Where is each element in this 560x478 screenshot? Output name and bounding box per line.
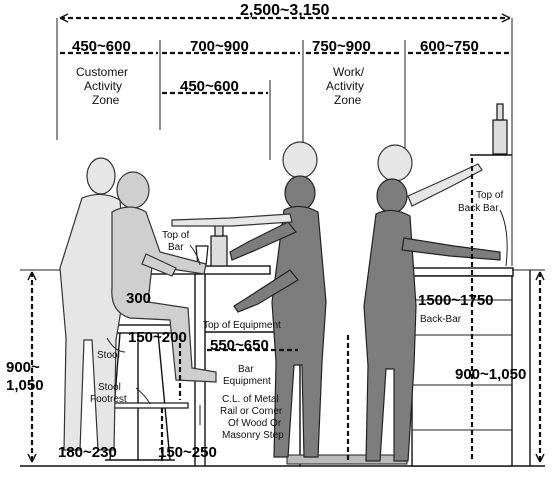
rail-label-4: Masonry Step: [222, 430, 284, 441]
work-zone-label-1: Work/: [333, 65, 365, 79]
top-of-bar-label-1: Top of: [162, 230, 189, 241]
counter-overhang-dimension: 450~600: [180, 78, 239, 95]
customer-zone-dimension: 450~600: [72, 38, 131, 55]
bar-height-dimension-line2: 1,050: [6, 377, 44, 394]
bar-top-dimension: 700~900: [190, 38, 249, 55]
bartender-front-figure: [171, 141, 327, 458]
customer-zone-label-1: Customer: [76, 65, 128, 79]
knee-dimension: 300: [126, 290, 151, 307]
stool-footrest-label-2: Footrest: [90, 394, 127, 405]
stool-label: Stool: [97, 350, 120, 361]
back-bar-dimension: 600~750: [420, 38, 479, 55]
equipment-depth-dimension: 550~650: [210, 337, 269, 354]
bar-equipment-label-1: Bar: [238, 364, 254, 375]
rail-label-2: Rail or Corner: [220, 406, 283, 417]
top-of-bar-label-2: Bar: [168, 242, 184, 253]
leader-lines: [106, 209, 508, 425]
vertical-dimension-arrows: [27, 158, 545, 463]
top-of-back-bar-label-1: Top of: [476, 190, 503, 201]
work-zone-label-3: Zone: [334, 93, 362, 107]
work-zone-label-2: Activity: [326, 79, 364, 93]
rail-label-1: C.L. of Metal: [222, 394, 279, 405]
back-bar-height-dimension: 1500~1750: [418, 292, 494, 309]
back-bar-counter-height-dimension: 900~1,050: [455, 366, 526, 383]
work-zone-dimension: 750~900: [312, 38, 371, 55]
footrest-height-dimension: 180~230: [58, 444, 117, 461]
top-of-back-bar-label-2: Back Bar: [458, 203, 499, 214]
bottle-on-back-bar-icon: [492, 103, 508, 155]
bottle-on-bar-icon: [210, 223, 228, 267]
overall-width-dimension: 2,500~3,150: [240, 2, 330, 19]
bartender-back-figure: [363, 144, 501, 462]
seated-customer-figure: [111, 171, 217, 383]
stool-footrest-label-1: Stool: [98, 382, 121, 393]
bar-equipment-label-2: Equipment: [223, 376, 271, 387]
customer-zone-label-2: Activity: [84, 79, 122, 93]
customer-zone-label-3: Zone: [92, 93, 120, 107]
back-bar-label: Back-Bar: [420, 314, 462, 325]
footrest-offset-dimension: 150~250: [158, 444, 217, 461]
bar-height-dimension-line1: 900~: [6, 359, 40, 376]
top-of-equipment-label: Top of Equipment: [203, 320, 281, 331]
rail-label-3: Of Wood Or: [228, 418, 282, 429]
reference-lines: [56, 18, 513, 160]
stool-footrest-dimension: 150~200: [128, 329, 187, 346]
dimension-arrows: [59, 13, 511, 95]
standing-customer-figure: [59, 157, 127, 451]
